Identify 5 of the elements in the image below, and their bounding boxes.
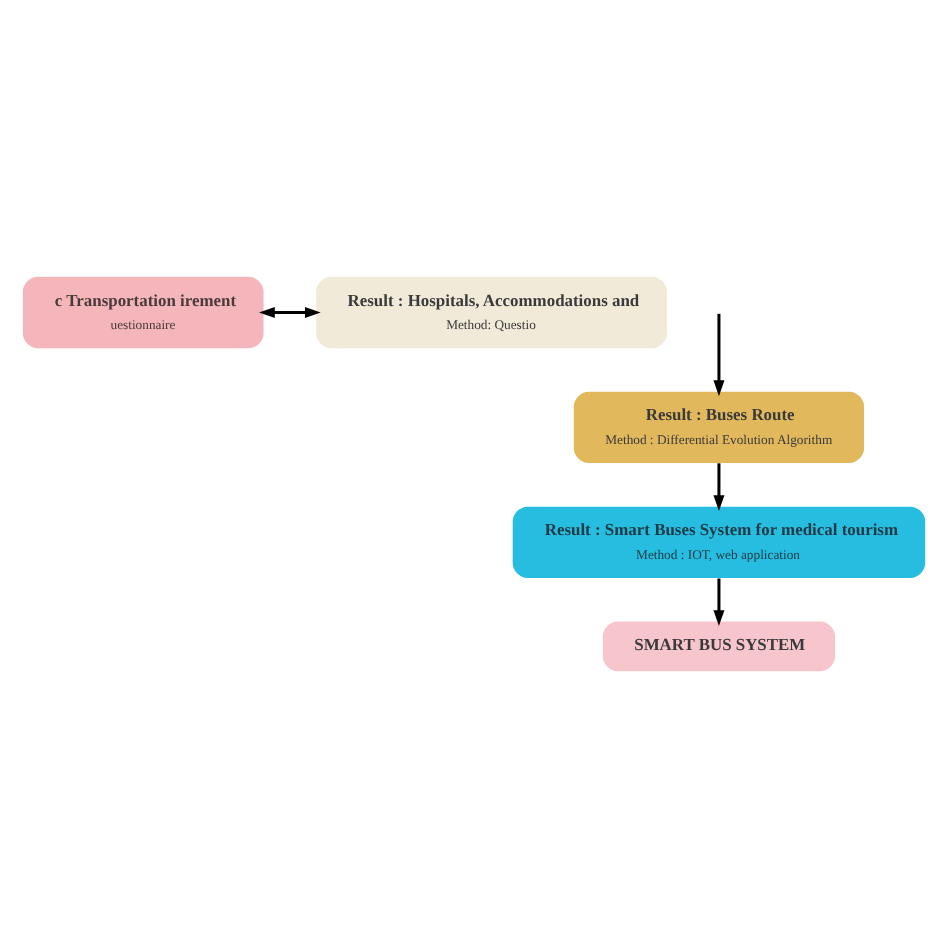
arrow	[713, 578, 725, 626]
node-box: SMART BUS SYSTEM	[602, 621, 836, 672]
arrow	[713, 313, 725, 397]
arrow	[259, 307, 321, 319]
arrow	[713, 463, 725, 511]
